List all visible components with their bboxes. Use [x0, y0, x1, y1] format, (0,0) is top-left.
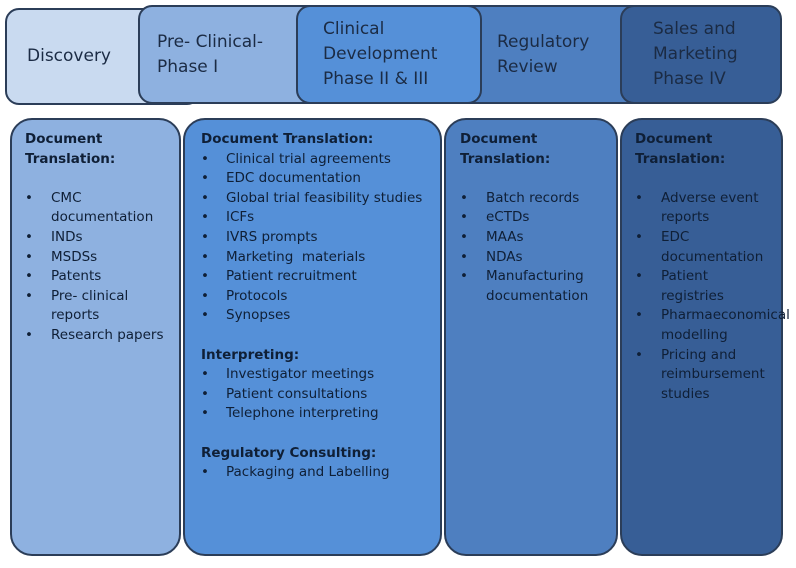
list-item: ICFs: [201, 208, 430, 228]
list-item: eCTDs: [460, 208, 606, 228]
phase-label: Sales and Marketing Phase IV: [653, 19, 738, 89]
list-item: Patient recruitment: [201, 267, 430, 287]
list-item: Pricing and reimbursement studies: [635, 346, 771, 405]
section-heading: Document Translation:: [460, 131, 551, 167]
section-heading: Document Translation:: [25, 131, 116, 167]
list-item: Clinical trial agreements: [201, 150, 430, 170]
list-item: MAAs: [460, 228, 606, 248]
list-item: CMC documentation: [25, 189, 169, 228]
list-item: IVRS prompts: [201, 228, 430, 248]
list-item: EDC documentation: [201, 169, 430, 189]
interpreting-section: Interpreting: Investigator meetings Pati…: [201, 346, 430, 424]
list-item: Patient registries: [635, 267, 771, 306]
list-item: EDC documentation: [635, 228, 771, 267]
phase-clinical-development-box: Clinical Development Phase II & III: [296, 5, 482, 104]
list-item: Pharmaeconomical modelling: [635, 306, 790, 345]
list-item: Manufacturing documentation: [460, 267, 606, 306]
phase-label: Regulatory Review: [497, 31, 590, 77]
service-list: Packaging and Labelling: [201, 463, 430, 483]
service-list: Batch records eCTDs MAAs NDAs Manufactur…: [460, 189, 606, 307]
list-item: Protocols: [201, 287, 430, 307]
document-translation-section: Document Translation: Clinical trial agr…: [201, 130, 430, 326]
service-list: CMC documentation INDs MSDSs Patents Pre…: [25, 189, 169, 346]
regulatory-consulting-section: Regulatory Consulting: Packaging and Lab…: [201, 444, 430, 483]
section-heading: Document Translation:: [635, 131, 726, 167]
section-heading: Interpreting:: [201, 346, 300, 363]
list-item: Packaging and Labelling: [201, 463, 430, 483]
phase-sales-marketing-box: Sales and Marketing Phase IV: [620, 5, 782, 104]
list-item: Telephone interpreting: [201, 404, 430, 424]
list-item: Pre- clinical reports: [25, 287, 169, 326]
list-item: Marketing materials: [201, 248, 430, 268]
list-item: Patient consultations: [201, 385, 430, 405]
list-item: Synopses: [201, 306, 430, 326]
list-item: Investigator meetings: [201, 365, 430, 385]
list-item: MSDSs: [25, 248, 169, 268]
list-item: Batch records: [460, 189, 606, 209]
service-list: Investigator meetings Patient consultati…: [201, 365, 430, 424]
list-item: Patents: [25, 267, 169, 287]
service-list: Clinical trial agreements EDC documentat…: [201, 150, 430, 326]
discovery-services-panel: Document Translation: CMC documentation …: [10, 118, 181, 556]
list-item: NDAs: [460, 248, 606, 268]
section-heading: Document Translation:: [201, 131, 374, 147]
sales-marketing-services-panel: Document Translation: Adverse event repo…: [620, 118, 790, 556]
clinical-development-services-panel: Document Translation: Clinical trial agr…: [183, 118, 442, 556]
list-item: Research papers: [25, 326, 169, 346]
phase-label: Pre- Clinical- Phase I: [157, 31, 264, 77]
phase-regulatory-review-box: Regulatory Review: [455, 5, 647, 104]
regulatory-review-services-panel: Document Translation: Batch records eCTD…: [444, 118, 618, 556]
phase-label: Discovery: [27, 46, 111, 66]
list-item: Adverse event reports: [635, 189, 771, 228]
list-item: INDs: [25, 228, 169, 248]
service-list: Adverse event reports EDC documentation …: [635, 189, 790, 405]
phase-label: Clinical Development Phase II & III: [323, 19, 438, 89]
list-item: Global trial feasibility studies: [201, 189, 430, 209]
section-heading: Regulatory Consulting:: [201, 444, 377, 461]
